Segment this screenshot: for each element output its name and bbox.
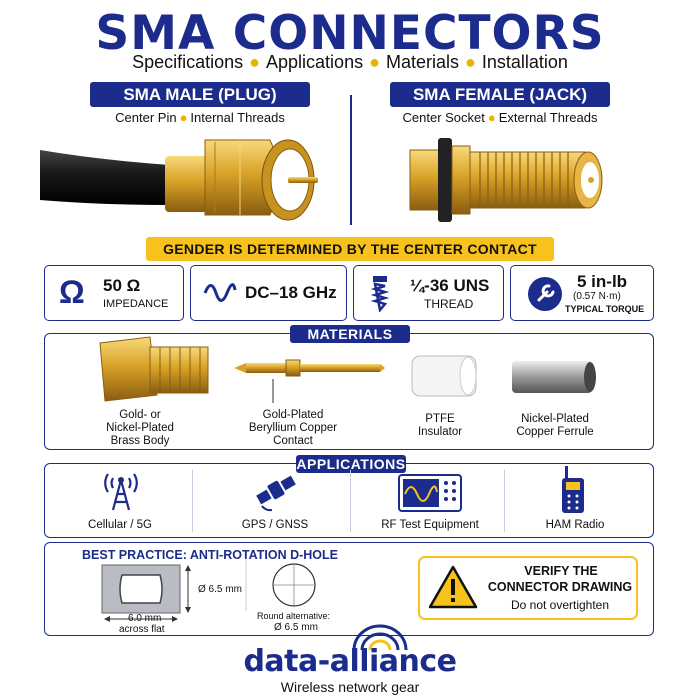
material-caption: PTFE Insulator — [395, 413, 485, 439]
screw-icon — [370, 276, 390, 312]
torque-label: TYPICAL TORQUE — [565, 304, 645, 314]
omega-icon: Ω — [59, 274, 85, 310]
d-hole-diagram — [101, 564, 191, 622]
ptfe-insulator-image — [411, 355, 477, 397]
bullet-icon: ● — [179, 110, 188, 125]
app-divider — [192, 470, 193, 532]
application-caption: HAM Radio — [545, 519, 605, 531]
satellite-icon — [256, 475, 296, 512]
caption-line: Insulator — [417, 426, 463, 438]
male-features: Center Pin●Internal Threads — [90, 110, 310, 125]
warning-box: VERIFY THE CONNECTOR DRAWING Do not over… — [418, 556, 638, 620]
cell-tower-icon — [104, 473, 138, 511]
bullet-icon: ● — [369, 52, 380, 72]
male-label: SMA MALE (PLUG) — [90, 82, 310, 107]
female-label: SMA FEMALE (JACK) — [390, 82, 610, 107]
caption-line: Copper Ferrule — [516, 426, 594, 438]
warning-icon — [428, 565, 478, 609]
spec-frequency: DC–18 GHz — [190, 265, 347, 321]
caption-line: Nickel-Plated — [106, 422, 174, 434]
subtitle-item: Specifications — [132, 52, 244, 72]
female-features: Center Socket●External Threads — [390, 110, 610, 125]
male-feature: Internal Threads — [190, 110, 285, 125]
d-hole-flat: 6.0 mm — [128, 613, 162, 624]
pointer-line — [272, 379, 274, 403]
caption-line: Nickel-Plated — [521, 413, 589, 425]
subtitle-item: Materials — [385, 52, 459, 72]
application-caption: GPS / GNSS — [241, 519, 309, 531]
frequency-value: DC–18 GHz — [245, 283, 337, 302]
subtitle-item: Applications — [266, 52, 364, 72]
applications-label: APPLICATIONS — [296, 455, 406, 473]
spec-torque: 5 in-lb (0.57 N·m) TYPICAL TORQUE — [510, 265, 654, 321]
thread-label: THREAD — [424, 297, 474, 311]
d-hole-diameter: Ø 6.5 mm — [198, 584, 242, 595]
subtitle-item: Installation — [481, 52, 568, 72]
material-caption: Gold- or Nickel-Plated Brass Body — [90, 409, 190, 448]
gender-banner: GENDER IS DETERMINED BY THE CENTER CONTA… — [146, 237, 554, 261]
brand-name: data-alliance — [243, 644, 457, 679]
caption-line: Gold- or — [119, 409, 161, 421]
ferrule-image — [512, 361, 596, 393]
page-title: SMA CONNECTORS — [95, 6, 605, 61]
material-caption: Gold-Plated Beryllium Copper Contact — [228, 409, 358, 448]
round-alt-value: Ø 6.5 mm — [274, 622, 318, 633]
round-alt-label: Round alternative: — [257, 611, 331, 621]
oscilloscope-icon — [398, 474, 462, 512]
sine-wave-icon — [203, 283, 237, 302]
best-practice-title: BEST PRACTICE: ANTI-ROTATION D-HOLE — [82, 548, 338, 562]
thread-value: ¼-36 UNS — [410, 276, 490, 295]
contact-pin-image — [234, 359, 385, 377]
caption-line: Beryllium Copper — [248, 422, 338, 434]
spec-thread: ¼-36 UNS THREAD — [353, 265, 504, 321]
wifi-arcs-icon — [352, 624, 408, 651]
impedance-label: IMPEDANCE — [103, 298, 169, 310]
brand-tagline: Wireless network gear — [280, 679, 420, 695]
spec-impedance: Ω 50 Ω IMPEDANCE — [44, 265, 184, 321]
materials-label: MATERIALS — [290, 325, 410, 343]
warning-line2: CONNECTOR DRAWING — [487, 580, 633, 594]
bullet-icon: ● — [249, 52, 261, 72]
bullet-icon: ● — [464, 52, 476, 72]
d-hole-flat-note: across flat — [119, 624, 165, 635]
brass-body-image — [99, 336, 209, 402]
female-feature: External Threads — [498, 110, 598, 125]
handheld-radio-icon — [562, 466, 584, 513]
female-feature: Center Socket — [402, 110, 485, 125]
caption-line: Brass Body — [110, 435, 170, 447]
torque-metric: (0.57 N·m) — [573, 291, 621, 302]
app-divider — [504, 470, 505, 532]
sma-male-image — [40, 139, 318, 221]
application-caption: Cellular / 5G — [88, 519, 152, 531]
page-subtitle: Specifications●Applications●Materials●In… — [0, 52, 700, 73]
caption-line: Gold-Plated — [262, 409, 324, 421]
application-caption: RF Test Equipment — [381, 519, 479, 531]
bullet-icon: ● — [487, 110, 496, 125]
app-divider — [350, 470, 351, 532]
warning-line3: Do not overtighten — [510, 598, 610, 612]
warning-line1: VERIFY THE — [524, 564, 598, 578]
male-feature: Center Pin — [115, 110, 177, 125]
sma-female-image — [409, 138, 603, 222]
wrench-icon — [528, 277, 562, 311]
material-caption: Nickel-Plated Copper Ferrule — [500, 413, 610, 439]
impedance-value: 50 Ω — [103, 276, 141, 295]
round-hole-diagram — [245, 559, 316, 611]
torque-value: 5 in-lb — [577, 272, 628, 291]
caption-line: PTFE — [425, 413, 455, 425]
caption-line: Contact — [273, 435, 313, 447]
gender-divider — [350, 95, 352, 225]
